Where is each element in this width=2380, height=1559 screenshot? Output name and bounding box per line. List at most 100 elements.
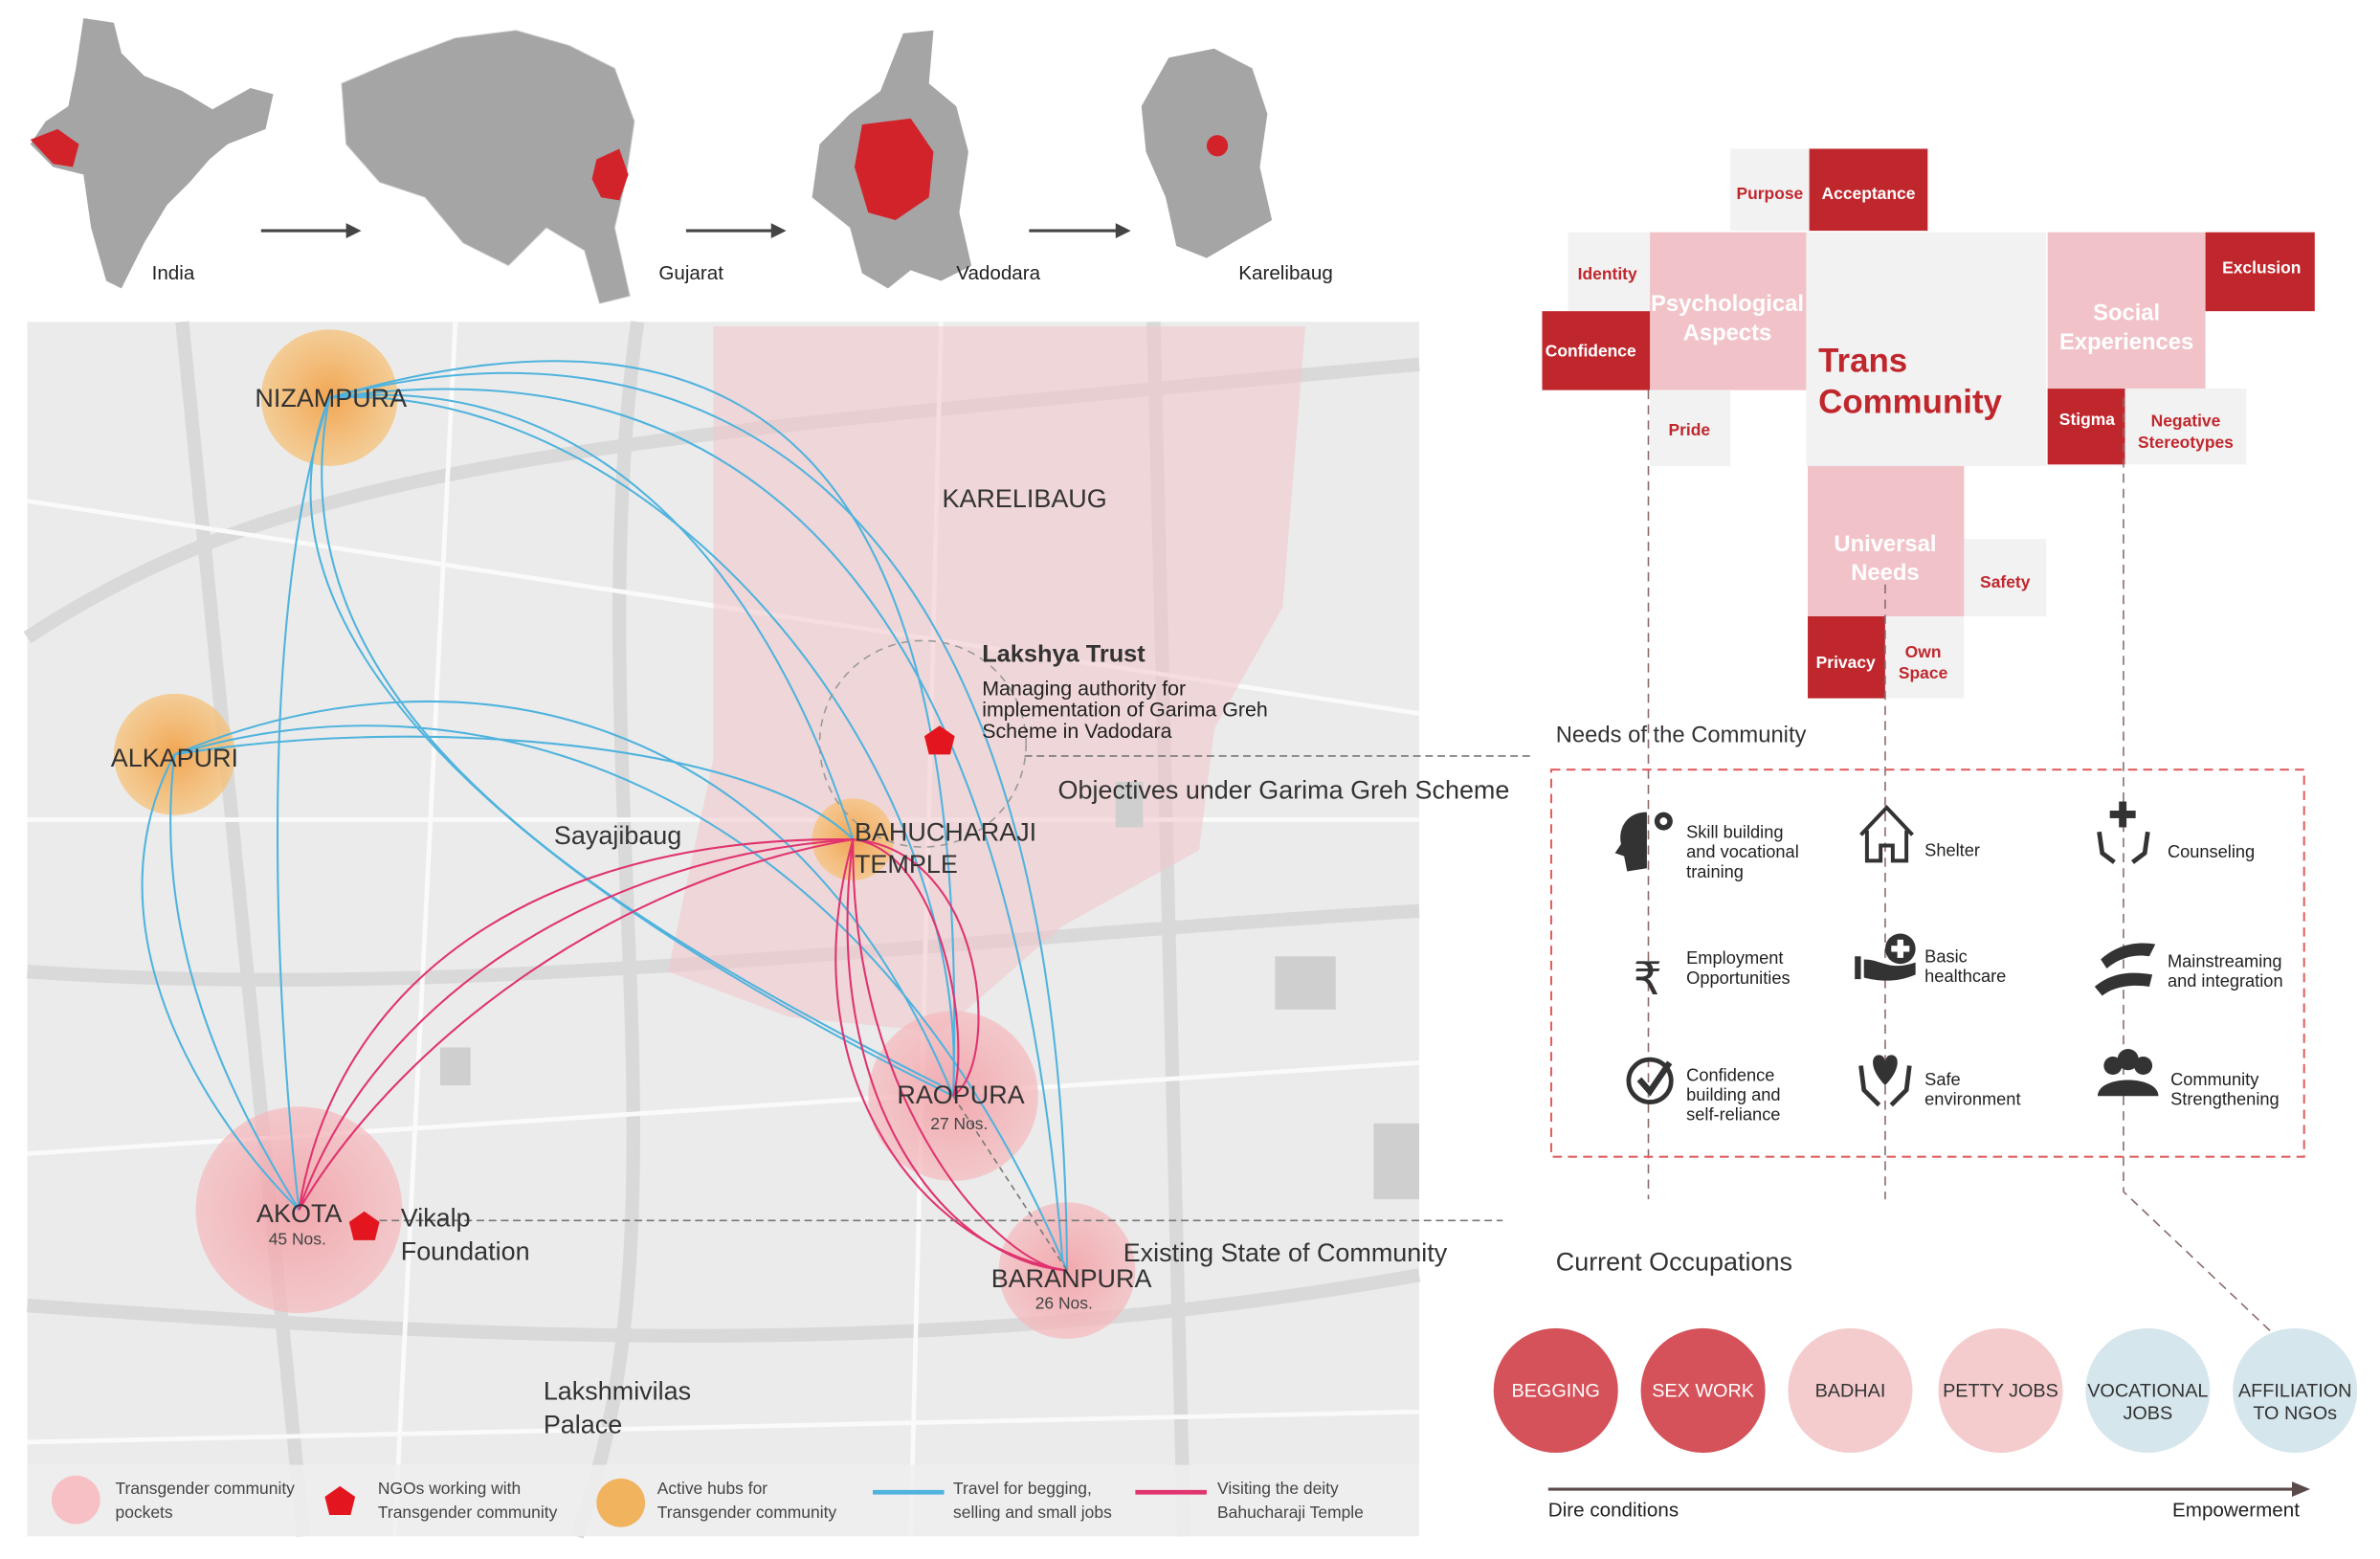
akota-count: 45 Nos. [269, 1230, 326, 1249]
need-safe-2: environment [1924, 1089, 2020, 1109]
need-community-1: Community [2170, 1069, 2259, 1089]
hands-cross-icon [2097, 801, 2150, 864]
baranpura-label: BARANPURA [991, 1264, 1152, 1293]
pride-box: Pride [1669, 420, 1711, 439]
people-icon [2097, 1049, 2159, 1097]
occupation-affiliation [2233, 1327, 2358, 1453]
vadodara-label: Vadodara [956, 262, 1040, 284]
need-mainstreaming-2: and integration [2168, 970, 2283, 991]
need-healthcare-2: healthcare [1924, 966, 2006, 986]
purpose-box: Purpose [1736, 184, 1803, 203]
privacy-box: Privacy [1816, 653, 1876, 672]
palace-label: Palace [544, 1410, 622, 1438]
travel-routes [141, 360, 1069, 1272]
need-skill-1: Skill building [1686, 822, 1783, 842]
occupation-label: JOBS [2123, 1403, 2172, 1424]
need-safe-1: Safe [1924, 1069, 1961, 1089]
foundation-label: Foundation [401, 1237, 530, 1266]
stigma-box: Stigma [2059, 410, 2115, 429]
psychological-aspects-2: Aspects [1683, 320, 1772, 345]
temple-label: TEMPLE [855, 850, 958, 879]
alkapuri-label: ALKAPURI [111, 744, 238, 772]
hand-healthcare-icon [1855, 933, 1916, 981]
vikalp-label: Vikalp [401, 1204, 471, 1233]
axis-start-label: Dire conditions [1548, 1500, 1679, 1522]
existing-state-label: Existing State of Community [1123, 1238, 1448, 1267]
occupation-label: VOCATIONAL [2087, 1380, 2208, 1401]
identity-box: Identity [1578, 264, 1637, 283]
need-community-2: Strengthening [2170, 1089, 2280, 1109]
karelibaug-label: Karelibaug [1238, 262, 1333, 284]
need-healthcare-1: Basic [1924, 947, 1968, 967]
lakshya-desc-1: Managing authority for [982, 677, 1186, 700]
universal-needs-1: Universal [1834, 531, 1936, 557]
need-confidence-2: building and [1686, 1084, 1780, 1104]
negative-stereotypes-1: Negative [2151, 412, 2221, 431]
need-mainstreaming-1: Mainstreaming [2168, 950, 2282, 970]
legend-travel-1: Travel for begging, [953, 1479, 1092, 1498]
occupations-title: Current Occupations [1556, 1248, 1792, 1277]
needs-title: Needs of the Community [1556, 723, 1807, 748]
raopura-label: RAOPURA [897, 1080, 1024, 1109]
akota-label: AKOTA [256, 1199, 342, 1228]
hands-heart-icon [1858, 1055, 1912, 1107]
need-confidence-1: Confidence [1686, 1064, 1774, 1084]
legend-deity-2: Bahucharaji Temple [1217, 1503, 1364, 1522]
karelibaug-map: Karelibaug [1141, 48, 1333, 284]
occupation-petty-jobs [1938, 1327, 2063, 1453]
legend-ngo-1: NGOs working with [378, 1479, 521, 1498]
legend-pocket-1: Transgender community [116, 1479, 296, 1498]
need-counseling: Counseling [2168, 841, 2255, 861]
legend-ngo-swatch [324, 1485, 356, 1516]
legend-travel-2: selling and small jobs [953, 1503, 1112, 1522]
locator-maps: India Gujarat Vadodara Karelibaug [30, 18, 1333, 304]
social-experiences-1: Social [2093, 301, 2160, 326]
own-space-2: Space [1899, 663, 1948, 682]
social-experiences-2: Experiences [2059, 329, 2193, 355]
needs-section: Needs of the Community ₹ Skill building … [1549, 723, 2305, 1158]
occupation-label: BADHAI [1815, 1380, 1886, 1401]
legend-hub-2: Transgender community [657, 1503, 837, 1522]
objectives-label: Objectives under Garima Greh Scheme [1058, 775, 1510, 804]
city-map: NIZAMPURA KARELIBAUG ALKAPURI Sayajibaug… [23, 321, 1533, 1539]
raopura-count: 27 Nos. [930, 1114, 988, 1133]
ngo-marker-vikalp [348, 1211, 380, 1240]
occupation-badhai [1788, 1327, 1913, 1453]
handshake-icon [2094, 943, 2156, 996]
occupation-vocational-jobs [2085, 1327, 2211, 1453]
universal-needs-2: Needs [1851, 560, 1919, 586]
psychological-aspects-1: Psychological [1651, 291, 1804, 317]
concept-diagram: Purpose Acceptance Identity Confidence P… [1542, 148, 2315, 1334]
occupation-label: SEX WORK [1652, 1380, 1754, 1401]
legend-deity-1: Visiting the deity [1217, 1479, 1339, 1498]
needs-box [1549, 768, 2305, 1158]
own-space-1: Own [1905, 642, 1942, 661]
occupations-section: Current Occupations BEGGING SEX WORK BAD… [1493, 1248, 2358, 1522]
sayajibaug-label: Sayajibaug [554, 821, 681, 850]
confidence-box: Confidence [1546, 342, 1636, 361]
need-employment-1: Employment [1686, 947, 1783, 968]
legend-hub-1: Active hubs for [657, 1479, 768, 1498]
need-skill-2: and vocational [1686, 841, 1799, 861]
occupation-label: AFFILIATION [2238, 1380, 2352, 1401]
need-employment-2: Opportunities [1686, 968, 1790, 988]
exclusion-box: Exclusion [2222, 258, 2301, 278]
trans-community-title-1: Trans [1818, 343, 1907, 380]
lakshya-desc-3: Scheme in Vadodara [982, 720, 1171, 743]
head-gear-icon [1614, 812, 1673, 872]
india-label: India [152, 262, 195, 284]
check-circle-icon [1626, 1057, 1674, 1104]
legend-pocket-2: pockets [116, 1503, 173, 1522]
rupee-icon: ₹ [1634, 953, 1662, 1006]
lakshmivilas-label: Lakshmivilas [544, 1376, 691, 1405]
lakshya-desc-2: implementation of Garima Greh [982, 699, 1268, 722]
nizampura-label: NIZAMPURA [255, 384, 407, 412]
trans-community-title-2: Community [1818, 383, 2002, 420]
karelibaug-area-label: KARELIBAUG [942, 484, 1106, 513]
occupation-label: BEGGING [1512, 1380, 1600, 1401]
safety-box: Safety [1980, 572, 2031, 591]
house-icon [1859, 804, 1914, 863]
deity-routes [298, 838, 1068, 1272]
lakshya-title: Lakshya Trust [982, 641, 1146, 668]
